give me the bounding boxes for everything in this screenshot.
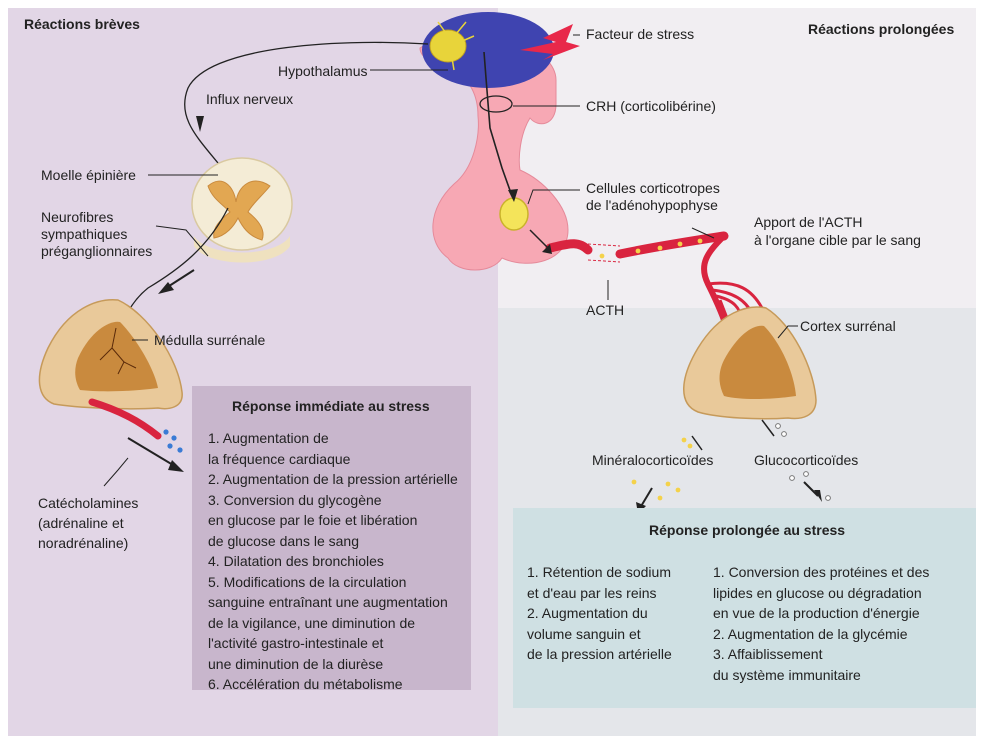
acth-supply-label-1: Apport de l'ACTH bbox=[754, 214, 863, 230]
list-item: volume sanguin et bbox=[527, 625, 641, 642]
acth-label: ACTH bbox=[586, 302, 625, 318]
list-item: 2. Augmentation de la glycémie bbox=[713, 625, 908, 642]
crh-marker bbox=[479, 95, 513, 113]
list-item: 1. Rétention de sodium bbox=[527, 564, 671, 580]
list-item: la fréquence cardiaque bbox=[208, 450, 351, 467]
list-item: et d'eau par les reins bbox=[527, 584, 657, 601]
list-item: du système immunitaire bbox=[713, 666, 861, 683]
pituitary-gland bbox=[419, 12, 569, 271]
short-reactions-title: Réactions brèves bbox=[24, 16, 140, 32]
neurofibers-label-3: préganglionnaires bbox=[41, 243, 153, 259]
spinal-cord-label: Moelle épinière bbox=[41, 167, 136, 183]
list-item: 6. Accélération du métabolisme bbox=[208, 676, 403, 692]
list-item: 4. Dilatation des bronchioles bbox=[208, 553, 384, 569]
neurofibers-label-1: Neurofibres bbox=[41, 209, 114, 225]
hypothalamus-label: Hypothalamus bbox=[278, 63, 368, 79]
immediate-response-title: Réponse immédiate au stress bbox=[232, 398, 430, 414]
prolonged-response-title: Réponse prolongée au stress bbox=[649, 522, 846, 538]
list-item: de glucose dans le sang bbox=[208, 532, 359, 549]
long-reactions-title: Réactions prolongées bbox=[808, 21, 955, 37]
nerve-impulse-label: Influx nerveux bbox=[206, 91, 294, 107]
list-item: 2. Augmentation du bbox=[527, 605, 648, 621]
glucocorticoids-label: Glucocorticoïdes bbox=[754, 452, 859, 468]
corticotropes-label-2: de l'adénohypophyse bbox=[586, 197, 718, 213]
list-item: 2. Augmentation de la pression artériell… bbox=[208, 471, 458, 487]
list-item: 5. Modifications de la circulation bbox=[208, 573, 407, 590]
neurofibers-label-2: sympathiques bbox=[41, 226, 128, 242]
adrenal-medulla-label: Médulla surrénale bbox=[154, 332, 266, 348]
stress-bolt-icon bbox=[520, 24, 580, 60]
spinal-cord bbox=[191, 157, 293, 263]
acth-supply-label-2: à l'organe cible par le sang bbox=[754, 232, 921, 248]
list-item: l'activité gastro-intestinale et bbox=[208, 635, 384, 651]
list-item: en vue de la production d'énergie bbox=[713, 605, 920, 621]
list-item: lipides en glucose ou dégradation bbox=[713, 584, 922, 601]
stress-factor-label: Facteur de stress bbox=[586, 26, 695, 42]
prolonged-response-box: Réponse prolongée au stress 1. Rétention… bbox=[513, 508, 976, 708]
list-item: 1. Conversion des protéines et des bbox=[713, 564, 930, 580]
diagram-page: Réactions brèves Réactions prolongées Fa… bbox=[8, 8, 976, 736]
neuron-cell bbox=[429, 29, 467, 63]
adrenal-gland-left bbox=[38, 299, 183, 410]
list-item: 3. Affaiblissement bbox=[713, 646, 823, 662]
list-item: en glucose par le foie et libération bbox=[208, 512, 418, 528]
nerve-impulse-path bbox=[183, 41, 429, 169]
list-item: 3. Conversion du glycogène bbox=[208, 491, 382, 508]
list-item: une diminution de la diurèse bbox=[208, 655, 384, 672]
adrenal-cortex-label: Cortex surrénal bbox=[800, 318, 896, 334]
crh-label: CRH (corticolibérine) bbox=[586, 98, 716, 114]
catecholamines-label-2: (adrénaline et bbox=[38, 515, 124, 531]
list-item: de la vigilance, une diminution de bbox=[208, 614, 416, 631]
list-item: sanguine entraînant une augmentation bbox=[208, 594, 448, 610]
immediate-response-box: Réponse immédiate au stress 1. Augmentat… bbox=[192, 386, 471, 692]
blood-vessel-left bbox=[88, 398, 162, 440]
list-item: de la pression artérielle bbox=[527, 646, 672, 662]
corticotropes-label-1: Cellules corticotropes bbox=[586, 180, 720, 196]
catecholamines-label-3: noradrénaline) bbox=[38, 535, 129, 551]
list-item: 1. Augmentation de bbox=[208, 430, 329, 446]
corticotrope-cell bbox=[499, 197, 529, 231]
leader-lines bbox=[103, 34, 798, 487]
diagram-artwork bbox=[38, 12, 831, 514]
adrenal-gland-right bbox=[683, 306, 817, 420]
mineralocorticoids-label: Minéralocorticoïdes bbox=[592, 452, 714, 468]
catecholamines-label-1: Catécholamines bbox=[38, 495, 139, 511]
